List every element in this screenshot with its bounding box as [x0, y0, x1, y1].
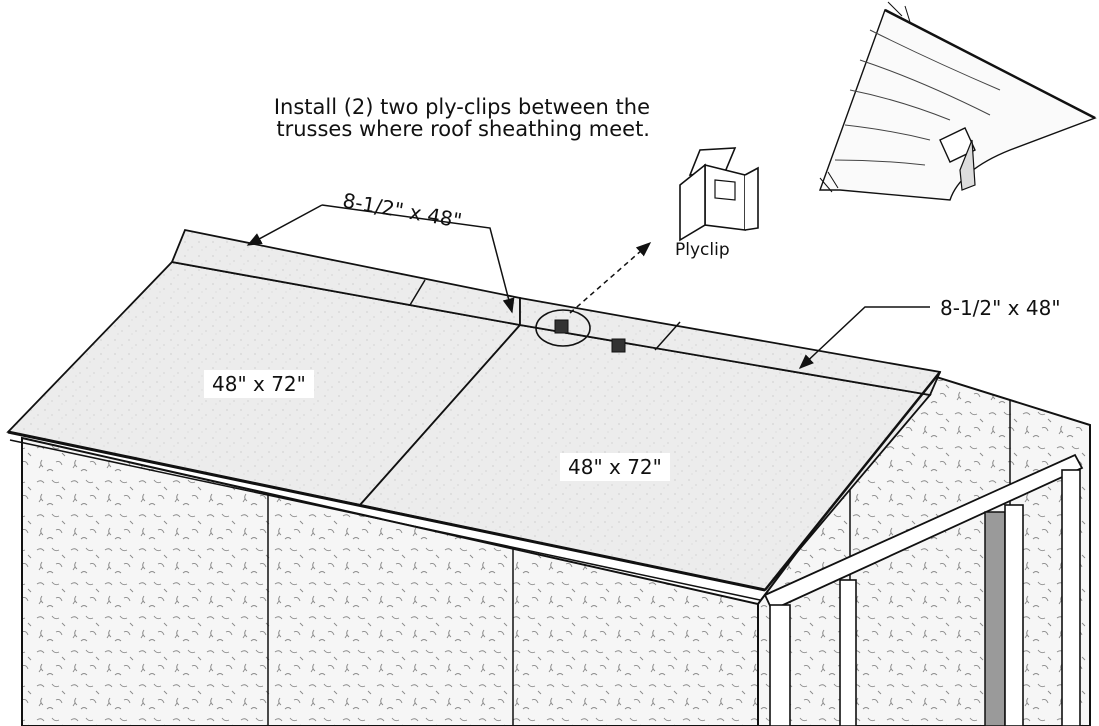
plyclip-detail-drawing	[679, 147, 759, 242]
door-frame	[769, 604, 791, 726]
instruction-line-2: trusses where roof sheathing meet.	[276, 117, 650, 141]
plyclip-mark	[611, 338, 626, 353]
ridge-strip-right	[519, 296, 942, 397]
leader-right-strip	[798, 306, 930, 370]
roof-edge-inset-drawing	[819, 1, 1097, 201]
strip-seam	[654, 321, 681, 351]
label-plyclip: Plyclip	[675, 240, 730, 260]
strip-seam	[409, 279, 426, 306]
instruction-line-1: Install (2) two ply-clips between the	[273, 95, 650, 119]
plyclip-callout-circle	[535, 309, 591, 347]
door-frame	[839, 579, 857, 726]
plyclip-mark	[554, 319, 569, 334]
callout-arrow	[569, 242, 652, 314]
door-frame	[1061, 469, 1081, 726]
leader-left-strip	[246, 204, 323, 246]
door-frame	[1004, 504, 1024, 726]
roof-rake-edge	[764, 371, 941, 591]
roof-edge	[9, 439, 761, 601]
label-ridge-strip-right: 8-1/2" x 48"	[940, 296, 1061, 320]
label-panel-left: 48" x 72"	[204, 370, 314, 398]
instruction-text: Install (2) two ply-clips between the tr…	[200, 96, 650, 140]
label-panel-right: 48" x 72"	[560, 453, 670, 481]
roof-edge	[7, 430, 766, 592]
leader-left-strip-branch	[321, 204, 515, 314]
door-opening-shadow	[984, 511, 1006, 726]
